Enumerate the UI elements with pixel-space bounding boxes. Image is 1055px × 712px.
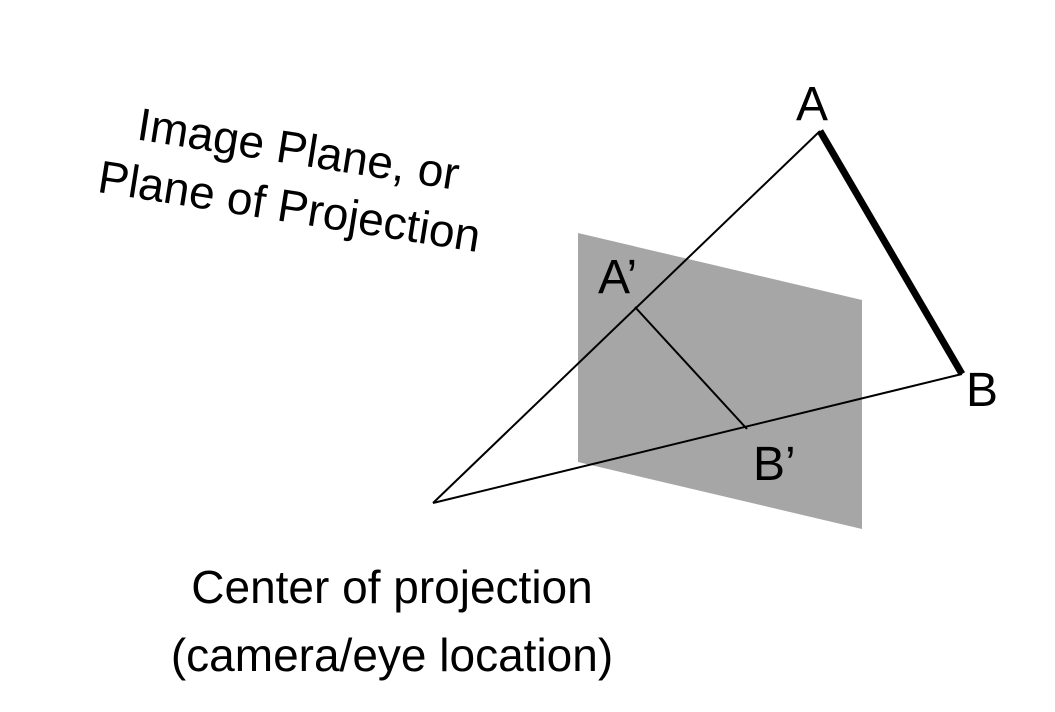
center-label-line1: Center of projection xyxy=(191,561,592,613)
point-a-prime-label: A’ xyxy=(598,251,637,304)
image-plane xyxy=(578,233,862,529)
ray-to-b xyxy=(432,373,963,504)
object-segment xyxy=(816,129,966,376)
center-label-line2: (camera/eye location) xyxy=(171,629,613,681)
point-a-label: A xyxy=(796,78,828,131)
point-b-label: B xyxy=(966,364,998,417)
point-b-prime-label: B’ xyxy=(753,438,796,491)
ray-to-a xyxy=(432,130,821,504)
projected-segment xyxy=(634,306,748,430)
